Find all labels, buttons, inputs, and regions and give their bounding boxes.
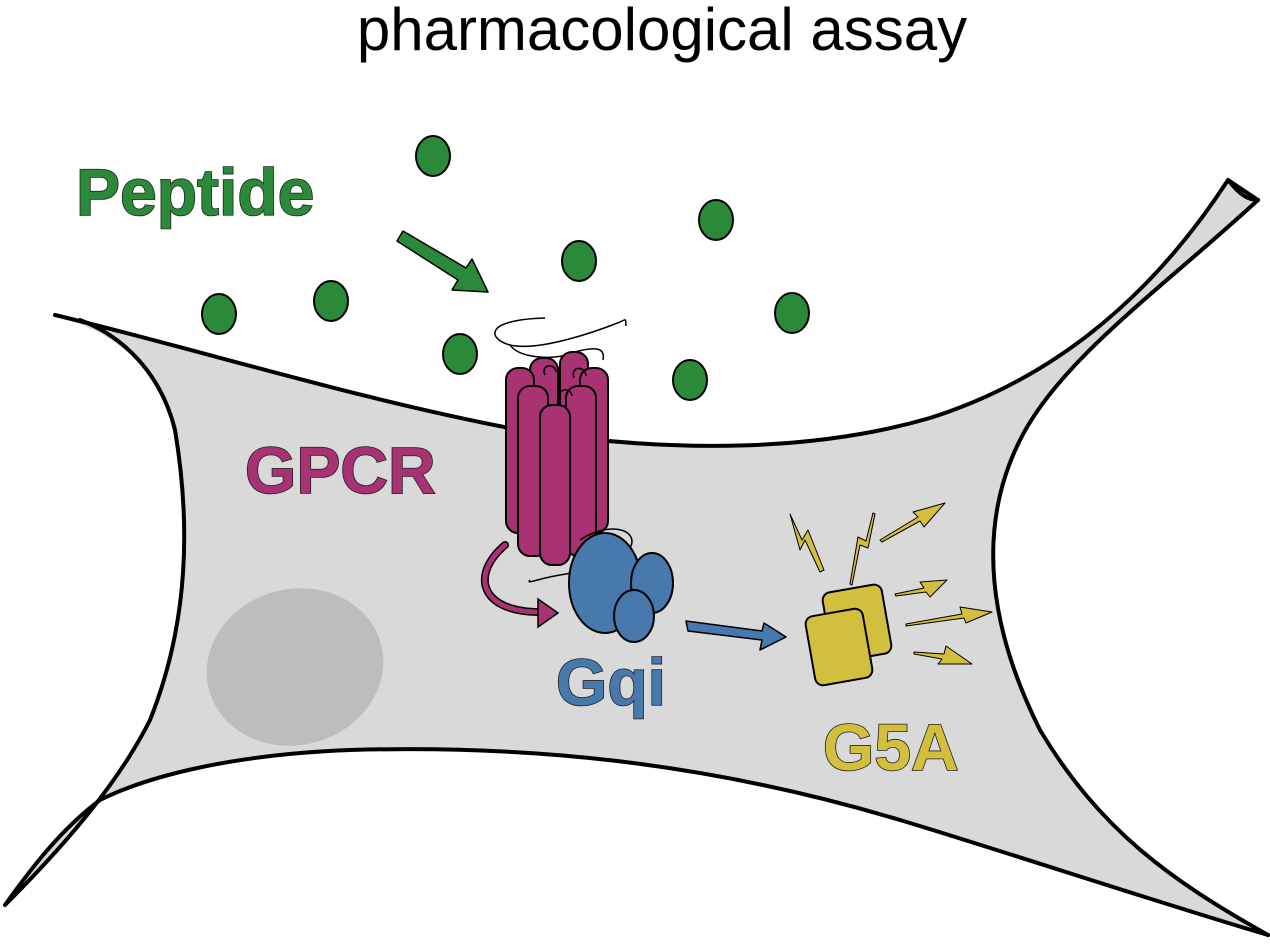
peptide-dot	[698, 199, 734, 241]
flash	[894, 579, 948, 598]
gpcr-loops	[543, 365, 587, 401]
peptide-dot	[442, 333, 478, 375]
flash	[789, 513, 825, 573]
diagram-title: pharmacological assay	[357, 0, 967, 63]
peptide-arrow	[396, 230, 489, 293]
g5a-label: G5A	[823, 710, 959, 784]
flash	[905, 606, 993, 627]
g5a-sensor	[804, 583, 893, 687]
gqi-protein	[568, 532, 674, 643]
cell-outline	[3, 178, 1270, 937]
g5a-block-front	[804, 607, 874, 687]
gqi-to-g5a-arrow	[685, 620, 787, 651]
peptide-dot	[201, 293, 237, 335]
gqi-subunit-gamma	[613, 589, 655, 643]
peptide-dot	[313, 280, 349, 322]
gqi-label: Gqi	[556, 645, 666, 719]
peptide-dot	[561, 240, 597, 282]
peptide-label: Peptide	[76, 155, 314, 229]
peptide-molecules	[201, 135, 810, 401]
gpcr-receptor	[494, 317, 633, 583]
gpcr-label: GPCR	[245, 433, 436, 507]
gpcr-helix	[539, 404, 571, 566]
flash	[879, 502, 946, 543]
peptide-dot	[672, 359, 708, 401]
flash	[913, 645, 973, 665]
peptide-dot	[774, 292, 810, 334]
gpcr-to-gqi-arrow	[480, 541, 560, 629]
nucleus	[206, 588, 384, 746]
gpcr-n-terminus	[494, 317, 627, 361]
luminescence-flashes	[789, 502, 993, 665]
flash	[849, 512, 876, 586]
peptide-dot	[415, 135, 451, 177]
